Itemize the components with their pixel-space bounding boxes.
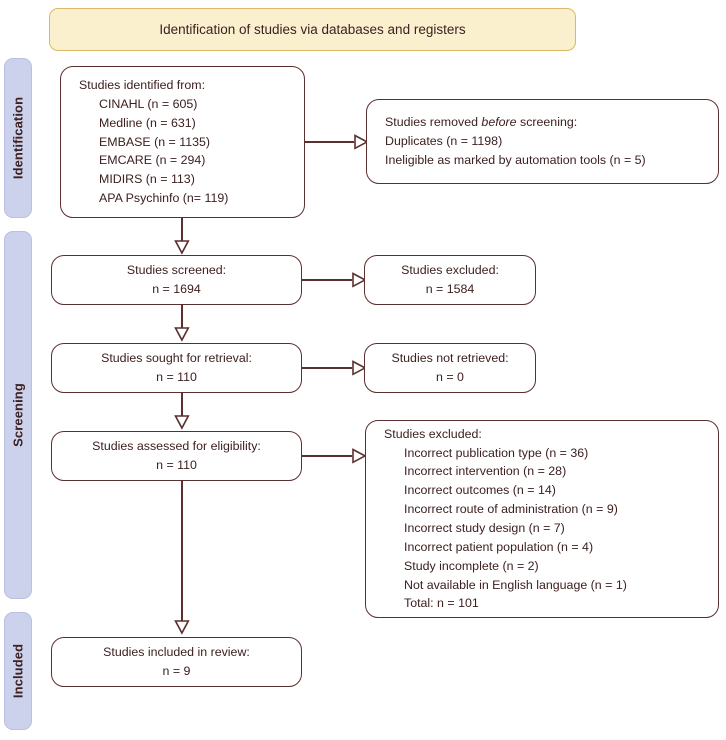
connector-sought-to-assessed <box>181 393 183 419</box>
phase-bar-screening: Screening <box>4 231 32 599</box>
node-item: Incorrect intervention (n = 28) <box>404 464 567 479</box>
node-studies-removed-before-screening: Studies removed before screening: Duplic… <box>366 99 719 184</box>
phase-bar-identification: Identification <box>4 58 32 218</box>
connector-assessed-to-excluded <box>302 455 352 457</box>
node-studies-excluded-eligibility: Studies excluded: Incorrect publication … <box>365 420 719 618</box>
connector-screened-to-sought <box>181 305 183 331</box>
node-item-total: Total: n = 101 <box>404 596 479 611</box>
phase-label-screening: Screening <box>10 383 26 447</box>
node-heading: Studies excluded: <box>384 426 482 441</box>
node-studies-included-in-review: Studies included in review: n = 9 <box>51 637 302 687</box>
diagram-title-banner: Identification of studies via databases … <box>49 8 576 51</box>
node-heading: Studies removed before screening: <box>385 113 577 132</box>
node-studies-sought-for-retrieval: Studies sought for retrieval: n = 110 <box>51 343 302 393</box>
node-item: Study incomplete (n = 2) <box>404 558 539 573</box>
node-item: Incorrect study design (n = 7) <box>404 521 565 535</box>
node-studies-assessed-for-eligibility: Studies assessed for eligibility: n = 11… <box>51 431 302 481</box>
arrowhead-down-assessed <box>174 415 190 430</box>
node-item: Incorrect patient population (n = 4) <box>404 539 594 554</box>
arrowhead-right-identified <box>354 134 369 150</box>
arrowhead-down-sought <box>174 327 190 342</box>
node-item: Incorrect outcomes (n = 14) <box>404 483 556 498</box>
connector-identified-to-removed <box>305 141 354 143</box>
node-heading: Studies not retrieved: <box>391 351 509 366</box>
node-item: Incorrect publication type (n = 36) <box>404 445 589 460</box>
node-heading-emphasis: before <box>481 115 517 130</box>
node-item: MIDIRS (n = 113) <box>99 172 195 187</box>
arrowhead-right-screened <box>352 272 367 288</box>
node-heading-post: screening: <box>516 115 578 130</box>
arrowhead-down-included <box>174 620 190 635</box>
node-item: Ineligible as marked by automation tools… <box>385 152 646 167</box>
node-item: Incorrect route of administration (n = 9… <box>404 502 618 517</box>
node-studies-not-retrieved: Studies not retrieved: n = 0 <box>364 343 536 393</box>
arrowhead-right-sought <box>352 360 367 376</box>
node-item: Medline (n = 631) <box>99 115 196 130</box>
node-item: Not available in English language (n = 1… <box>404 577 627 592</box>
connector-sought-to-not-retrieved <box>302 367 352 369</box>
node-heading: Studies identified from: <box>79 78 206 93</box>
phase-label-included: Included <box>10 643 26 699</box>
node-count: n = 9 <box>162 664 191 678</box>
node-count: n = 110 <box>156 370 197 384</box>
node-heading: Studies sought for retrieval: <box>101 351 252 366</box>
node-heading: Studies excluded: <box>401 263 499 278</box>
node-studies-screened: Studies screened: n = 1694 <box>51 255 302 305</box>
node-studies-excluded-screening: Studies excluded: n = 1584 <box>364 255 536 305</box>
connector-screened-to-excluded <box>302 279 352 281</box>
phase-bar-included: Included <box>4 612 32 730</box>
node-heading: Studies screened: <box>126 263 227 278</box>
node-heading: Studies assessed for eligibility: <box>92 439 261 454</box>
node-item: CINAHL (n = 605) <box>99 96 198 111</box>
connector-assessed-to-included <box>181 481 183 623</box>
node-item: EMCARE (n = 294) <box>99 153 206 168</box>
connector-identified-to-screened <box>181 218 183 244</box>
node-item: Duplicates (n = 1198) <box>385 134 503 149</box>
node-studies-identified: Studies identified from: CINAHL (n = 605… <box>60 66 305 218</box>
node-heading: Studies included in review: <box>103 645 250 660</box>
diagram-title: Identification of studies via databases … <box>159 22 466 37</box>
node-item: APA Psychinfo (n= 119) <box>99 191 229 206</box>
node-count: n = 110 <box>156 458 197 472</box>
node-count: n = 1694 <box>152 282 201 296</box>
node-count: n = 0 <box>436 370 464 384</box>
node-count: n = 1584 <box>425 282 475 296</box>
arrowhead-down-screened <box>174 240 190 255</box>
phase-label-identification: Identification <box>10 96 26 180</box>
arrowhead-right-assessed <box>352 448 367 464</box>
node-heading-pre: Studies removed <box>385 115 482 130</box>
node-item: EMBASE (n = 1135) <box>99 134 210 149</box>
